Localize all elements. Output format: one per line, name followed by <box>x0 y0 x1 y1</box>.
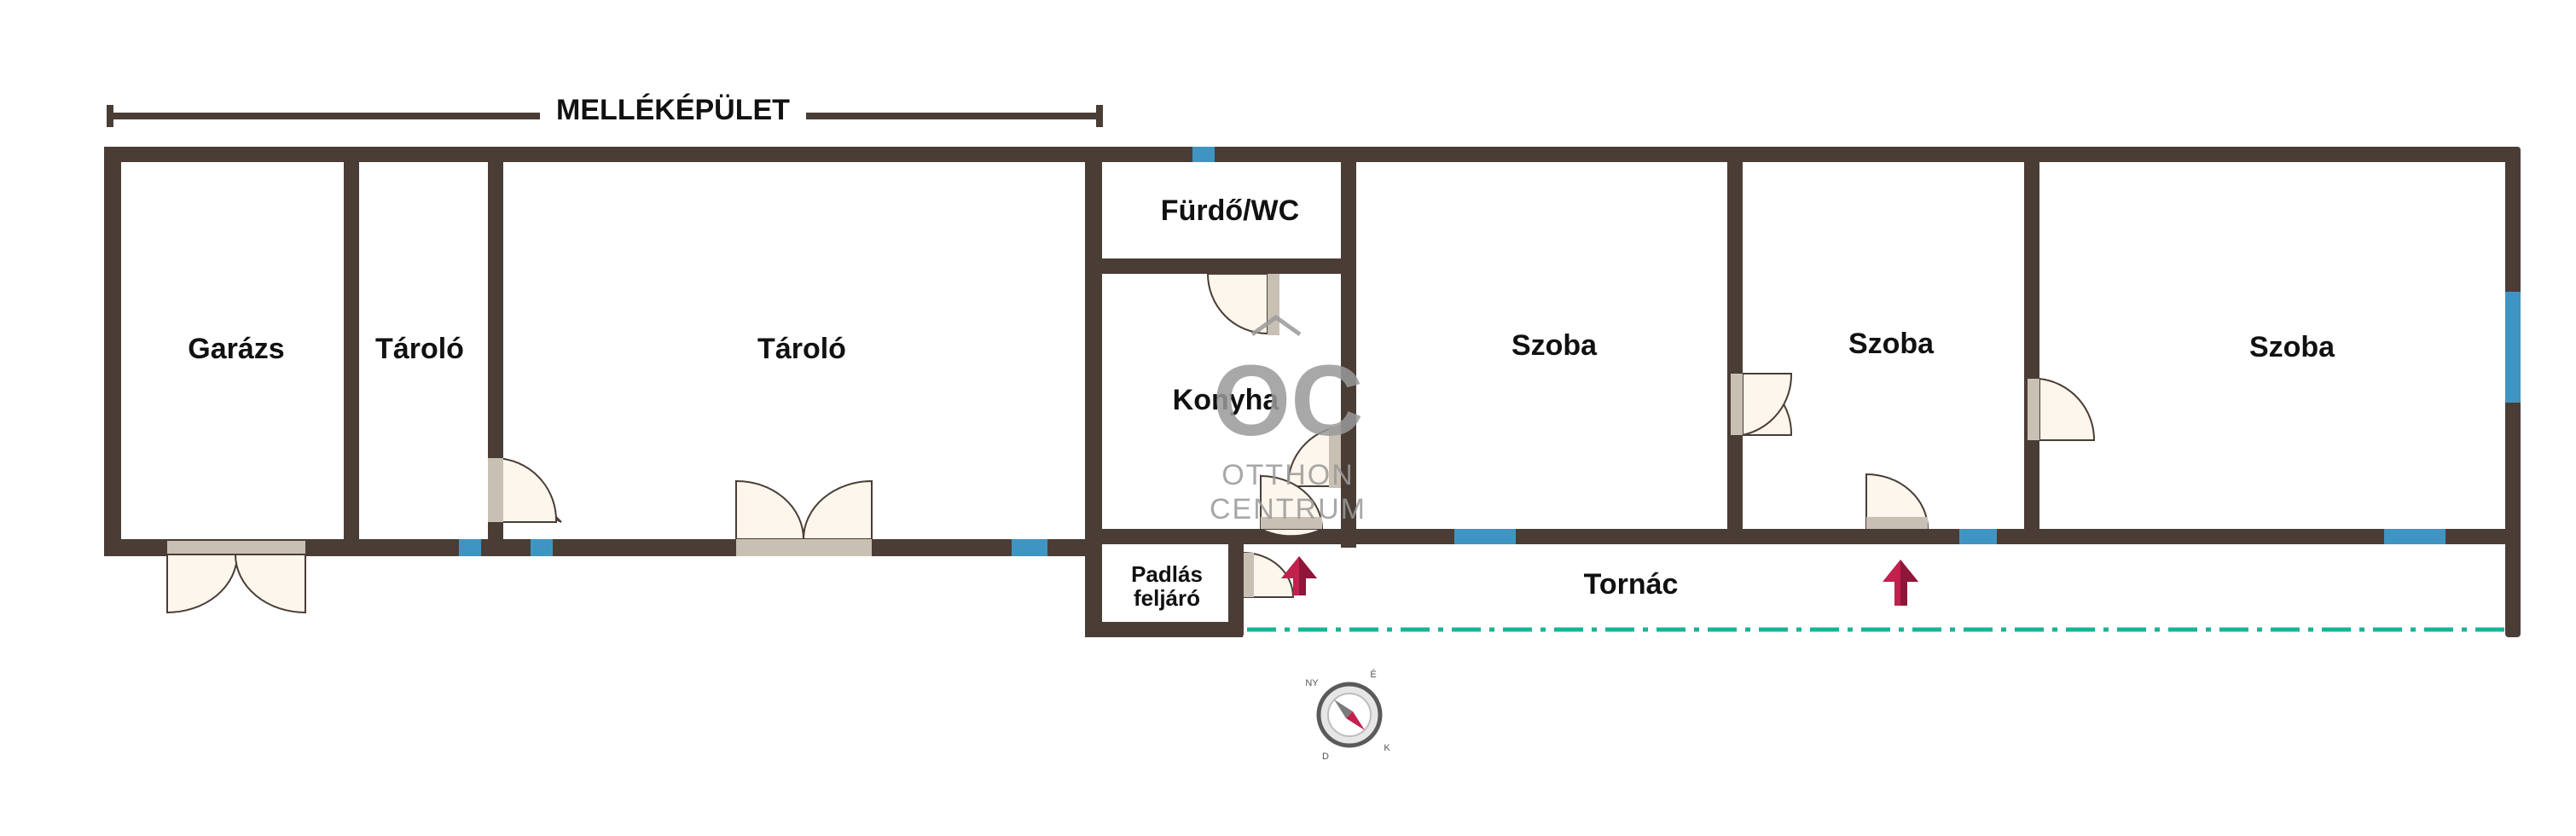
compass-west: NY <box>1305 678 1319 688</box>
door-padlas <box>1243 551 1295 598</box>
compass-east: K <box>1384 743 1390 753</box>
door-szoba2-szoba3 <box>2028 377 2096 441</box>
room-label-tarolo-large: Tároló <box>757 333 846 365</box>
room-label-padlas-2: feljáró <box>1134 585 1200 611</box>
room-label-tarolo-small: Tároló <box>375 333 464 365</box>
compass-icon: NY É D K <box>1305 669 1390 762</box>
compass-south: D <box>1322 752 1329 762</box>
room-label-furdo: Fürdő/WC <box>1161 194 1299 227</box>
title-dimension: MELLÉKÉPÜLET <box>107 94 1103 127</box>
room-label-szoba-2: Szoba <box>1848 328 1935 360</box>
windows <box>459 147 2521 556</box>
entry-arrow-icon <box>1883 560 1918 606</box>
door-furdo <box>1206 273 1279 335</box>
room-label-szoba-3: Szoba <box>2249 331 2335 363</box>
window-szoba3 <box>2384 529 2445 544</box>
room-labels: Garázs Tároló Tároló Fürdő/WC Konyha Pad… <box>188 194 2335 611</box>
window-tarolo-large-2 <box>1012 539 1047 556</box>
window-tarolo-large-1 <box>531 539 553 556</box>
room-label-garazs: Garázs <box>188 333 284 365</box>
door-szoba1-szoba2 <box>1731 372 1793 437</box>
title-line-left <box>111 113 540 119</box>
door-tarolo-large <box>735 479 873 556</box>
entry-arrows <box>1281 556 1918 606</box>
door-konyha-entry <box>1260 473 1324 537</box>
door-tarolo-small <box>488 454 562 524</box>
room-label-konyha: Konyha <box>1173 384 1280 416</box>
room-label-padlas-1: Padlás <box>1131 561 1203 587</box>
walls <box>104 147 2521 637</box>
compass-north: É <box>1370 669 1376 680</box>
otthon-centrum-logo-icon: OC OTTHON CENTRUM <box>1210 314 1366 525</box>
room-label-tornac: Tornác <box>1584 568 1679 601</box>
window-szoba1 <box>1454 529 1516 544</box>
watermark-line2: CENTRUM <box>1210 493 1366 525</box>
door-szoba2-entry <box>1865 473 1929 530</box>
doors <box>166 273 2096 614</box>
title-line-right <box>806 113 1100 119</box>
room-label-szoba-1: Szoba <box>1511 329 1598 362</box>
window-szoba3-east <box>2505 292 2521 403</box>
window-szoba2 <box>1959 529 1997 544</box>
title-label: MELLÉKÉPÜLET <box>556 94 790 126</box>
entry-arrow-icon <box>1281 556 1317 595</box>
window-furdo <box>1192 147 1215 162</box>
window-tarolo-small <box>459 539 481 556</box>
watermark-line1: OTTHON <box>1221 459 1355 491</box>
door-konyha-side <box>1286 425 1342 488</box>
watermark-logo: OC <box>1213 345 1364 457</box>
door-garazs <box>166 541 306 614</box>
title-tick-left <box>107 105 113 127</box>
